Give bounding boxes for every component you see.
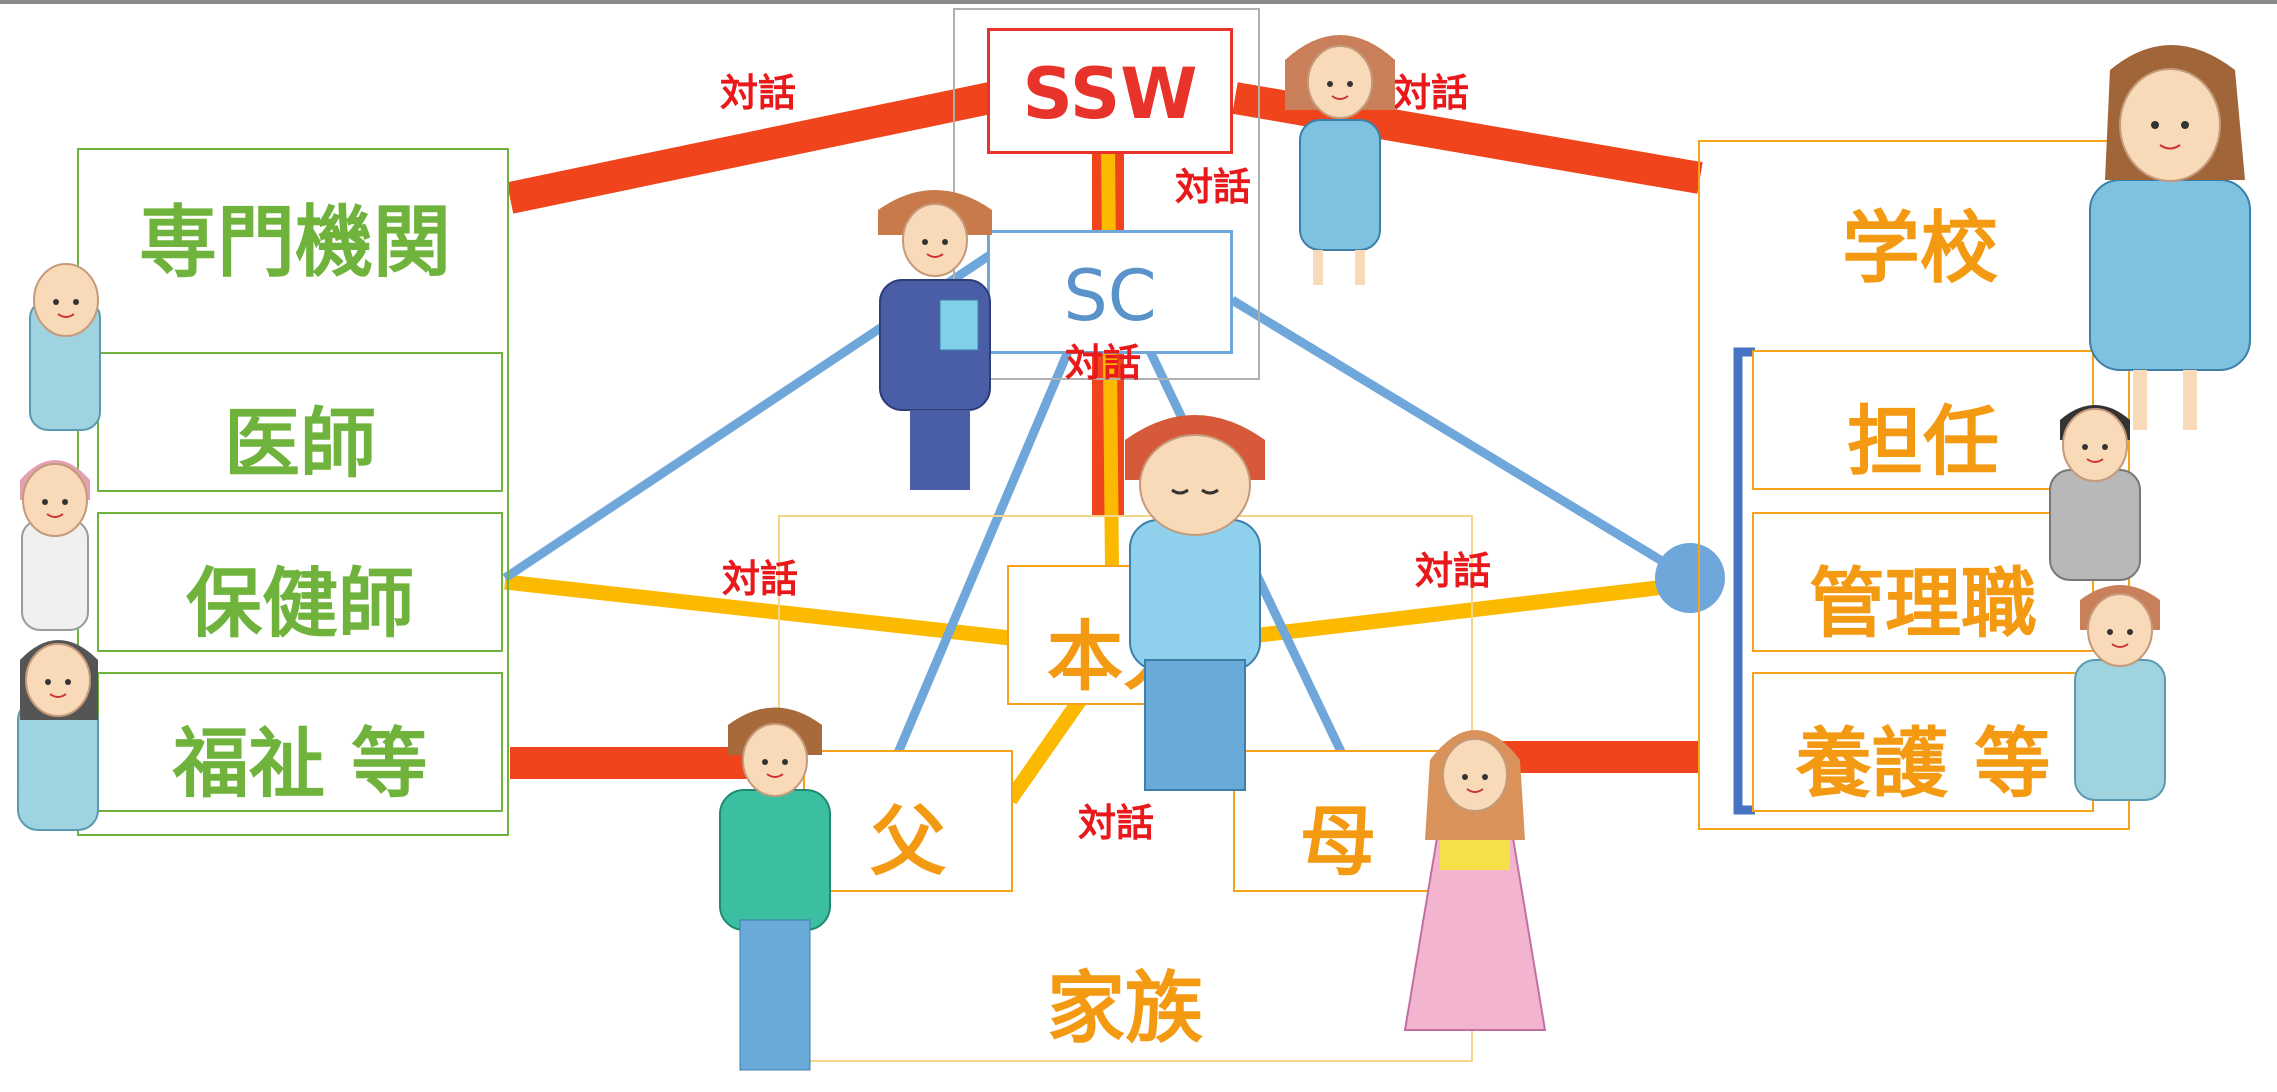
father-figure bbox=[719, 707, 831, 1071]
school-nurse-box: 養護 等 bbox=[1752, 672, 2094, 812]
mother-box: 母 bbox=[1233, 750, 1443, 892]
dialogue-label-sc-self: 対話 bbox=[1065, 341, 1142, 385]
homeroom-teacher-label: 担任 bbox=[1847, 397, 1999, 486]
sc-man-figure bbox=[878, 190, 992, 490]
line-ssw-self-yellow bbox=[1101, 149, 1119, 571]
father-box: 父 bbox=[803, 750, 1013, 892]
dialogue-label-external-self: 対話 bbox=[722, 557, 799, 601]
mother-figure bbox=[1403, 730, 1547, 1031]
administrator-figure bbox=[2049, 405, 2141, 581]
ssw-label: SSW bbox=[1022, 53, 1198, 135]
school-nurse-label: 養護 等 bbox=[1795, 719, 2051, 808]
public-health-nurse-box: 保健師 bbox=[97, 512, 503, 652]
dialogue-label-self-school: 対話 bbox=[1415, 549, 1492, 593]
homeroom-teacher-box: 担任 bbox=[1752, 350, 2094, 490]
dialogue-label-ssw-school: 対話 bbox=[1393, 71, 1470, 115]
father-label: 父 bbox=[870, 797, 946, 886]
line-ssw-school bbox=[1232, 82, 1703, 194]
family-label: 家族 bbox=[1046, 964, 1203, 1054]
mother-label: 母 bbox=[1300, 797, 1376, 886]
top-border bbox=[0, 0, 2277, 4]
student-figure bbox=[1125, 415, 1265, 791]
line-sc-father bbox=[890, 333, 1080, 762]
line-ssw-external bbox=[506, 82, 994, 214]
school-nurse-figure bbox=[2074, 585, 2166, 801]
doctor-label: 医師 bbox=[224, 399, 376, 488]
welfare-box: 福祉 等 bbox=[97, 672, 503, 812]
doctor-figure bbox=[29, 263, 101, 431]
school-title: 学校 bbox=[1841, 204, 1998, 294]
line-sc-school bbox=[1229, 296, 1693, 582]
dialogue-label-ssw-external: 対話 bbox=[720, 71, 797, 115]
sc-label: SC bbox=[1063, 255, 1157, 337]
welfare-label: 福祉 等 bbox=[172, 719, 428, 808]
school-junction bbox=[1655, 543, 1725, 613]
dialogue-label-ssw-sc: 対話 bbox=[1175, 165, 1252, 209]
teacher-woman-figure bbox=[2089, 45, 2251, 430]
public-health-nurse-label: 保健師 bbox=[186, 559, 414, 648]
welfare-worker-figure bbox=[17, 640, 99, 831]
line-hokenshi-self bbox=[504, 574, 1011, 646]
ssw-box: SSW bbox=[987, 28, 1233, 154]
doctor-box: 医師 bbox=[97, 352, 503, 492]
dialogue-label-self-family: 対話 bbox=[1078, 801, 1155, 845]
line-self-father bbox=[1003, 695, 1087, 805]
external-title: 専門機関 bbox=[138, 198, 451, 288]
administrator-box: 管理職 bbox=[1752, 512, 2094, 652]
nurse-figure bbox=[20, 460, 90, 631]
administrator-label: 管理職 bbox=[1809, 559, 2037, 648]
line-self-school bbox=[1234, 576, 1691, 646]
ssw-woman-figure bbox=[1285, 35, 1395, 285]
school-bracket bbox=[1733, 347, 1755, 815]
